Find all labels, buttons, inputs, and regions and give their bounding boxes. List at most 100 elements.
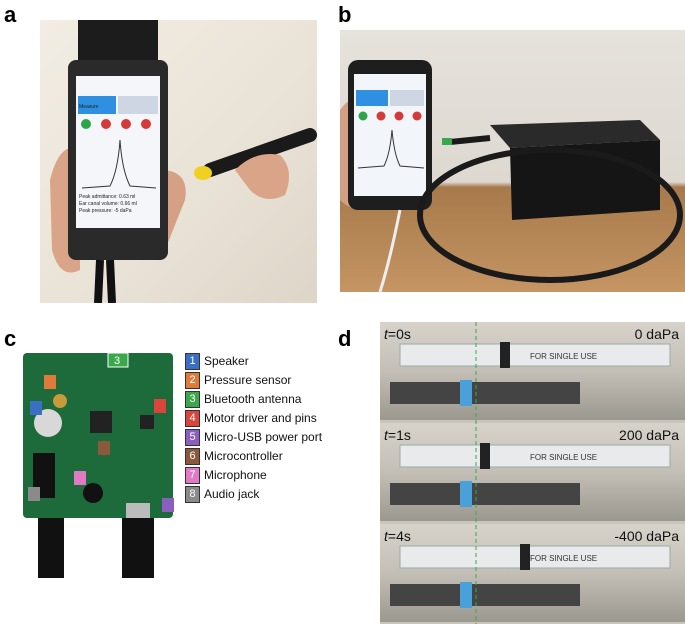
- status-dot-red: [121, 119, 131, 129]
- legend-swatch: 4: [185, 409, 200, 427]
- actuator-slider: [460, 582, 472, 608]
- tympanogram-curve: [357, 129, 425, 169]
- syringe-plunger-seal: [500, 342, 510, 368]
- probe: [449, 135, 491, 145]
- legend-item: 1 Speaker: [185, 352, 249, 370]
- status-dot-green: [81, 119, 91, 129]
- callout-3-text: 3: [114, 355, 120, 367]
- syringe-label: FOR SINGLE USE: [530, 352, 597, 361]
- usb-cable: [378, 209, 402, 292]
- legend-label: Microphone: [204, 468, 267, 482]
- photo-panel-d: FOR SINGLE USE t=0s 0 daPa FOR SINGLE US…: [380, 322, 685, 624]
- actuator-rail: [390, 382, 580, 404]
- syringe-barrel: [399, 545, 671, 569]
- legend-label: Bluetooth antenna: [204, 392, 302, 406]
- time-label: t=0s: [384, 326, 411, 342]
- usb-port: [126, 503, 150, 518]
- actuator-slider: [460, 481, 472, 507]
- legend-swatch: 3: [185, 390, 200, 408]
- legend-swatch: 5: [185, 428, 200, 446]
- legend-label: Speaker: [204, 354, 249, 368]
- probe-tip: [194, 166, 212, 180]
- phone-in-hand-illustration: Measure Peak admittance: 0.63 ml Ear can…: [50, 20, 317, 303]
- legend-swatch: 2: [185, 371, 200, 389]
- panel-letter-d: d: [338, 326, 352, 351]
- audio-jack-body: [33, 453, 55, 498]
- legend-swatch: 7: [185, 466, 200, 484]
- secondary-button-shape: [390, 90, 424, 106]
- syringe-label: FOR SINGLE USE: [530, 453, 597, 462]
- microcontroller-chip: [90, 411, 112, 433]
- callout-3: [107, 352, 129, 368]
- legend-label: Motor driver and pins: [204, 411, 317, 425]
- syringe-image: FOR SINGLE USE: [390, 443, 671, 507]
- pressure-label: 0 daPa: [634, 326, 679, 342]
- time-label: t=4s: [384, 528, 411, 544]
- legend-label: Microcontroller: [204, 449, 283, 463]
- second-hand: [235, 154, 289, 199]
- syringe-label: FOR SINGLE USE: [530, 554, 597, 563]
- legend-label: Micro-USB power port: [204, 430, 323, 444]
- status-dot-red: [141, 119, 151, 129]
- pcb-illustration: 3: [18, 343, 180, 578]
- status-dot-red: [412, 111, 422, 121]
- peak-pressure-text: Peak pressure: -5 daPa: [79, 208, 132, 214]
- actuator-rail: [390, 584, 580, 606]
- pressure-label: 200 daPa: [619, 427, 679, 443]
- legend-item: 6 Microcontroller: [185, 447, 283, 465]
- peak-admittance-text: Peak admittance: 0.63 ml: [79, 194, 135, 200]
- callout-8: [28, 487, 40, 501]
- syringe-image: FOR SINGLE USE: [390, 544, 671, 608]
- secondary-button-shape: [118, 96, 158, 114]
- speaker-component: [34, 409, 62, 437]
- motor-driver-chip: [140, 415, 154, 429]
- callout-1: [30, 401, 42, 415]
- usb-plug: [122, 518, 154, 578]
- syringe-barrel: [399, 343, 671, 367]
- status-dot-red: [101, 119, 111, 129]
- probe-tip: [442, 138, 452, 145]
- tympanogram-curve: [81, 139, 157, 189]
- syringe-image: FOR SINGLE USE: [390, 342, 671, 406]
- photo-panel-a: Measure Peak admittance: 0.63 ml Ear can…: [40, 20, 317, 303]
- ear-canal-volume-text: Ear canal volume: 0.66 ml: [79, 201, 137, 207]
- audio-plug: [38, 518, 64, 578]
- legend-item: 8 Audio jack: [185, 485, 259, 503]
- status-dot-green: [358, 111, 368, 121]
- syringe-barrel: [399, 444, 671, 468]
- panel-letter-c: c: [4, 326, 17, 351]
- syringe-plunger-seal: [480, 443, 490, 469]
- legend-item: 4 Motor driver and pins: [185, 409, 317, 427]
- callout-4: [154, 399, 166, 413]
- measure-button-shape: [356, 90, 388, 106]
- legend-item: 2 Pressure sensor: [185, 371, 291, 389]
- actuator-rail: [390, 483, 580, 505]
- panel-letter-b: b: [338, 2, 352, 27]
- phone-and-box-illustration: [340, 60, 683, 292]
- legend-swatch: 1: [185, 352, 200, 370]
- syringe-strip-2: FOR SINGLE USE t=1s 200 daPa: [380, 423, 685, 521]
- measure-label: Measure: [79, 104, 99, 110]
- status-dot-red: [376, 111, 386, 121]
- callout-6: [98, 441, 110, 455]
- legend-swatch: 8: [185, 485, 200, 503]
- cable: [94, 259, 116, 303]
- photo-panel-b: [340, 30, 685, 292]
- cable-loop: [417, 147, 683, 283]
- pressure-sensor-component: [53, 394, 67, 408]
- time-label: t=1s: [384, 427, 411, 443]
- syringe-strip-3: FOR SINGLE USE t=4s -400 daPa: [380, 524, 685, 622]
- legend-label: Audio jack: [204, 487, 260, 501]
- device-box-top: [490, 120, 660, 148]
- measure-button-shape: [78, 96, 116, 114]
- actuator-slider: [460, 380, 472, 406]
- pressure-label: -400 daPa: [614, 528, 679, 544]
- device-box: [78, 20, 158, 60]
- legend-swatch: 6: [185, 447, 200, 465]
- microphone-component: [83, 483, 103, 503]
- status-dot-red: [394, 111, 404, 121]
- legend-item: 7 Microphone: [185, 466, 267, 484]
- legend-item: 5 Micro-USB power port: [185, 428, 322, 446]
- legend-label: Pressure sensor: [204, 373, 292, 387]
- panel-letter-a: a: [4, 2, 17, 27]
